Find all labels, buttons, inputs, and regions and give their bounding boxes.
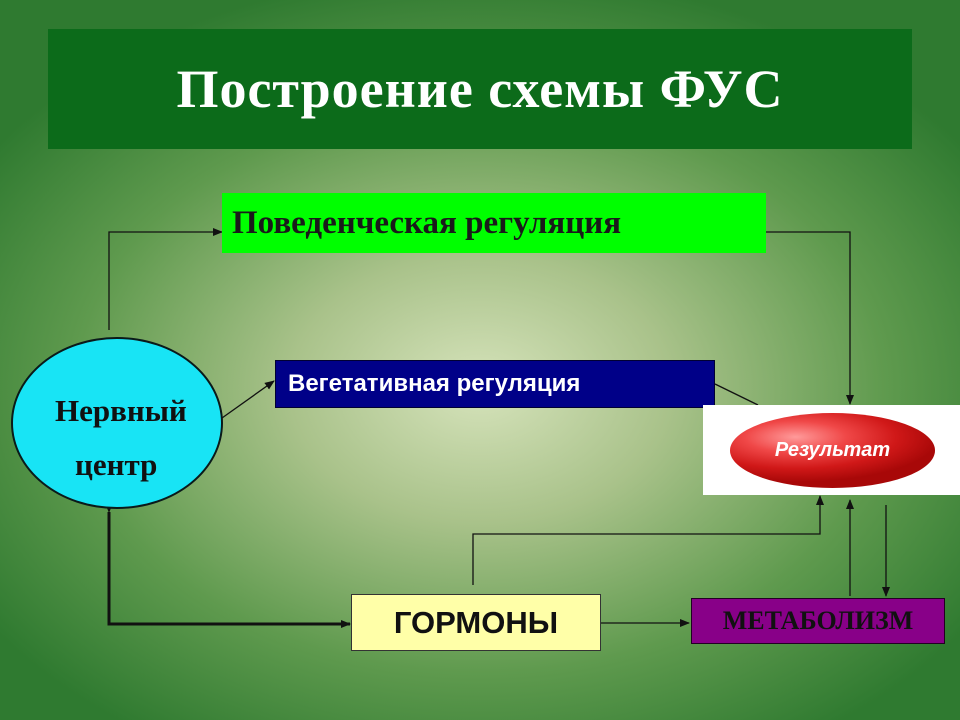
- line-vegetative-to-result: [714, 383, 759, 406]
- result-label: Результат: [774, 439, 891, 461]
- vegetative-regulation-box: Вегетативная регуляция: [275, 360, 715, 408]
- result-panel: Результат: [703, 405, 960, 495]
- arrow-hormones-center-feedback: [105, 503, 351, 628]
- arrow-hormones-to-result: [472, 495, 824, 585]
- nervous-center-node: Нервный центр: [11, 337, 223, 509]
- nervous-center-label-line1: Нервный: [55, 393, 187, 428]
- arrow-center-to-behavioral: [108, 228, 223, 330]
- nervous-center-label-line2: центр: [75, 447, 158, 482]
- behavioral-regulation-box: Поведенческая регуляция: [222, 193, 766, 253]
- arrow-center-to-vegetative: [221, 380, 275, 419]
- result-node: Результат: [730, 413, 935, 488]
- page-title: Построение схемы ФУС: [176, 59, 784, 119]
- hormones-box: ГОРМОНЫ: [351, 594, 601, 651]
- metabolism-box: МЕТАБОЛИЗМ: [691, 598, 945, 644]
- arrow-behavioral-to-result: [766, 231, 854, 405]
- title-bar: Построение схемы ФУС: [48, 29, 912, 149]
